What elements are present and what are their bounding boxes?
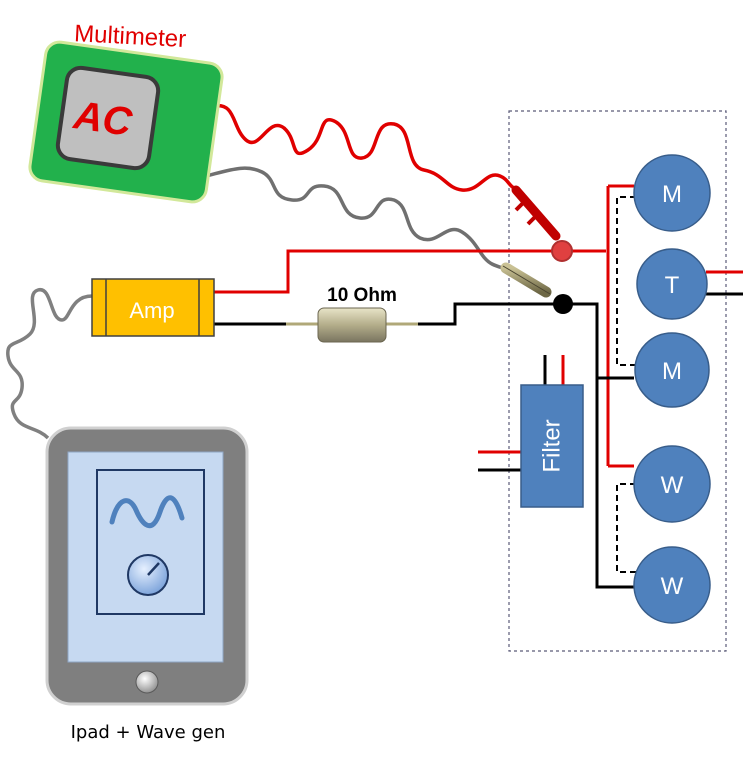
motor-1: M	[633, 154, 711, 232]
motor-5-label: W	[661, 573, 684, 600]
amp-body	[91, 278, 215, 337]
wave-gen-panel	[96, 469, 205, 615]
red-junction-node	[551, 240, 573, 262]
motor-2: T	[636, 248, 708, 320]
motor-4: W	[633, 445, 711, 523]
filter-label: Filter	[539, 419, 566, 472]
black-bus	[563, 302, 634, 589]
resistor-black-wire	[418, 302, 563, 326]
motor-3: M	[634, 332, 710, 408]
amp-red-wire	[214, 249, 560, 294]
multimeter-red-lead	[213, 103, 521, 192]
motor-3-label: M	[662, 358, 682, 385]
black-junction-node	[553, 294, 573, 314]
filter: Filter	[520, 384, 584, 508]
multimeter-display	[55, 65, 161, 171]
amp-label: Amp	[129, 298, 174, 323]
filter-body	[520, 384, 584, 508]
motor-1-label: M	[662, 181, 682, 208]
ipad	[45, 426, 249, 706]
amplifier: Amp	[91, 278, 215, 337]
resistor-label: 10 Ohm	[327, 285, 397, 306]
black-probe	[500, 262, 552, 298]
multimeter-mode-label: AC	[70, 93, 135, 145]
dashed-link-motor-1-3	[616, 196, 636, 366]
ipad-caption: Ipad + Wave gen	[71, 722, 226, 743]
resistor-body	[317, 307, 387, 343]
enclosure-box	[508, 110, 727, 652]
dashed-link-motor-4-5	[616, 483, 636, 573]
multimeter-gray-lead	[205, 166, 513, 274]
ipad-home-button[interactable]	[135, 670, 159, 694]
red-probe	[511, 185, 561, 241]
multimeter: AC Multimeter	[28, 20, 224, 204]
multimeter-title: Multimeter	[74, 20, 187, 53]
knob-indicator	[147, 562, 160, 576]
motor-5: W	[633, 546, 711, 624]
motor-4-label: W	[661, 472, 684, 499]
resistor: 10 Ohm	[317, 285, 397, 343]
ipad-amp-cable	[6, 288, 93, 440]
motor-2-label: T	[665, 272, 680, 299]
sine-wave-icon	[109, 495, 185, 529]
